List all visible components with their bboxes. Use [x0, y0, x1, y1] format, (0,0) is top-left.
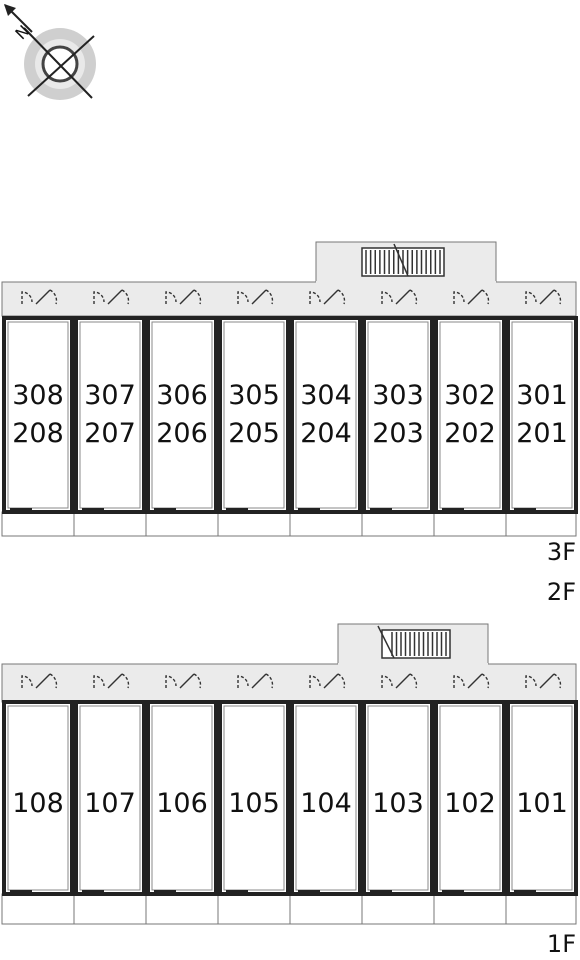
unit-107: 107: [74, 673, 146, 896]
lower-stairs-icon: [377, 625, 451, 659]
room-number-label: 303: [372, 380, 424, 411]
unit-102: 102: [434, 673, 506, 896]
door-icon: [453, 673, 490, 689]
room-number-label: 306: [156, 380, 208, 411]
upper-floor-plan: 3082083072073062063052053042043032033022…: [1, 241, 578, 606]
door-icon: [381, 289, 418, 305]
room-number-label: 204: [300, 418, 352, 449]
room-number-label: 308: [12, 380, 64, 411]
door-icon: [165, 289, 202, 305]
floor-label-2f: 2F: [547, 578, 576, 606]
door-icon: [93, 289, 130, 305]
room-number-label: 205: [228, 418, 280, 449]
door-icon: [21, 289, 58, 305]
room-number-label: 103: [372, 788, 424, 819]
door-icon: [309, 673, 346, 689]
room-number-label: 105: [228, 788, 280, 819]
room-number-label: 202: [444, 418, 496, 449]
door-icon: [237, 673, 274, 689]
door-icon: [453, 289, 490, 305]
room-number-label: 104: [300, 788, 352, 819]
room-number-label: 207: [84, 418, 136, 449]
upper-stairs-icon: [361, 243, 445, 277]
compass-icon: [4, 4, 96, 100]
door-icon: [165, 673, 202, 689]
unit-103: 103: [362, 673, 434, 896]
room-number-label: 102: [444, 788, 496, 819]
room-number-label: 302: [444, 380, 496, 411]
lower-balcony-strip: [1, 893, 577, 925]
door-icon: [21, 673, 58, 689]
room-number-label: 101: [516, 788, 568, 819]
door-icon: [381, 673, 418, 689]
door-icon: [525, 289, 562, 305]
upper-corridor: [1, 281, 577, 317]
floor-label-3f: 3F: [547, 538, 576, 566]
room-number-label: 301: [516, 380, 568, 411]
door-icon: [93, 673, 130, 689]
unit-104: 104: [290, 673, 362, 896]
room-number-label: 304: [300, 380, 352, 411]
lower-corridor: [1, 663, 577, 703]
door-icon: [525, 673, 562, 689]
room-number-label: 106: [156, 788, 208, 819]
unit-101: 101: [506, 673, 578, 896]
room-number-label: 307: [84, 380, 136, 411]
compass-north-label: N: [11, 21, 33, 43]
room-number-label: 206: [156, 418, 208, 449]
unit-106: 106: [146, 673, 218, 896]
lower-floor-plan: 108 107 106 105 104 103 102 101 1F: [1, 623, 578, 958]
door-icon: [237, 289, 274, 305]
upper-balcony-strip: [1, 511, 577, 537]
room-number-label: 203: [372, 418, 424, 449]
unit-108: 108: [2, 673, 74, 896]
room-number-label: 201: [516, 418, 568, 449]
door-icon: [309, 289, 346, 305]
room-number-label: 107: [84, 788, 136, 819]
floor-label-1f: 1F: [547, 930, 576, 958]
room-number-label: 208: [12, 418, 64, 449]
room-number-label: 108: [12, 788, 64, 819]
unit-105: 105: [218, 673, 290, 896]
room-number-label: 305: [228, 380, 280, 411]
